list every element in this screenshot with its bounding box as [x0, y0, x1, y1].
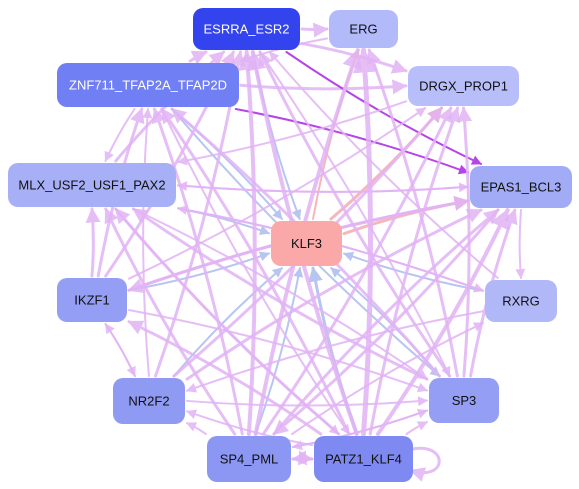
- edge-ikzf1-to-nr2f2: [104, 323, 136, 377]
- edge-epas1-to-sp4_pml: [272, 208, 500, 436]
- node-box: [314, 436, 413, 482]
- node-box: [207, 436, 291, 482]
- edge-patz1-to-patz1: [407, 446, 441, 482]
- edge-sp4_pml-to-esrra_esr2: [238, 50, 259, 436]
- node-box: [113, 378, 185, 424]
- node-label: ZNF711_TFAP2A_TFAP2D: [69, 78, 227, 93]
- node-drgx[interactable]: DRGX_PROP1: [408, 66, 519, 106]
- edge-ikzf1-to-drgx: [128, 107, 427, 280]
- node-sp3[interactable]: SP3: [429, 378, 499, 423]
- edge-mlx-to-sp3: [132, 208, 428, 381]
- node-label: MLX_USF2_USF1_PAX2: [18, 178, 165, 193]
- edge-sp3-to-sp4_pml: [292, 409, 428, 451]
- edge-sp4_pml-to-znf711: [151, 107, 244, 436]
- edge-esrra_esr2-to-epas1: [285, 51, 483, 165]
- edge-esrra_esr2-to-sp3: [258, 51, 451, 377]
- edge-sp4_pml-to-epas1: [272, 208, 500, 436]
- edge-patz1-to-mlx: [114, 207, 341, 436]
- node-label: KLF3: [291, 236, 322, 251]
- node-patz1[interactable]: PATZ1_KLF4: [314, 436, 413, 482]
- node-box: [329, 10, 398, 48]
- edge-znf711-to-esrra_esr2: [188, 50, 208, 65]
- node-znf711[interactable]: ZNF711_TFAP2A_TFAP2D: [57, 63, 239, 107]
- edge-drgx-to-mlx: [177, 100, 407, 166]
- edge-patz1-to-sp3: [405, 421, 428, 435]
- node-label: RXRG: [502, 294, 540, 309]
- edge-patz1-to-znf711: [160, 107, 351, 436]
- edge-sp4_pml-to-mlx: [104, 207, 237, 436]
- node-label: ERG: [349, 22, 377, 37]
- nodes-layer: ESRRA_ESR2 ERG ZNF711_TFAP2A_TFAP2D DRGX_PR…: [8, 8, 572, 482]
- node-box: [271, 221, 342, 266]
- edge-patz1-to-erg: [352, 47, 378, 437]
- node-box: [429, 378, 499, 423]
- node-nr2f2[interactable]: NR2F2: [113, 378, 185, 424]
- edge-ikzf1-to-sp3: [128, 308, 428, 393]
- edge-rxrg-to-esrra_esr2: [268, 51, 499, 279]
- node-label: EPAS1_BCL3: [481, 180, 562, 195]
- edge-rxrg-to-nr2f2: [186, 310, 484, 393]
- edge-patz1-to-ikzf1: [127, 320, 323, 436]
- edge-znf711-to-mlx: [104, 108, 136, 162]
- edge-nr2f2-to-epas1: [185, 208, 483, 381]
- edge-sp4_pml-to-klf3: [254, 267, 304, 435]
- node-esrra_esr2[interactable]: ESRRA_ESR2: [193, 8, 300, 50]
- node-label: NR2F2: [128, 394, 169, 409]
- node-label: IKZF1: [74, 293, 109, 308]
- edge-sp4_pml-to-nr2f2: [186, 422, 207, 435]
- node-epas1[interactable]: EPAS1_BCL3: [470, 166, 572, 208]
- node-box: [470, 166, 572, 208]
- node-box: [57, 278, 127, 322]
- edge-esrra_esr2-to-erg: [300, 22, 329, 38]
- node-label: SP4_PML: [220, 452, 279, 467]
- edge-patz1-to-epas1: [375, 208, 510, 436]
- node-label: SP3: [452, 393, 477, 408]
- edge-sp4_pml-to-rxrg: [291, 322, 484, 435]
- node-label: ESRRA_ESR2: [204, 22, 290, 37]
- node-label: DRGX_PROP1: [419, 79, 508, 94]
- edge-patz1-to-drgx: [368, 106, 461, 436]
- node-erg[interactable]: ERG: [329, 10, 398, 48]
- edge-sp4_pml-to-drgx: [261, 106, 453, 436]
- edge-sp3-to-esrra_esr2: [258, 50, 452, 378]
- node-rxrg[interactable]: RXRG: [485, 280, 557, 322]
- node-box: [408, 66, 519, 106]
- edge-znf711-to-patz1: [160, 108, 351, 435]
- node-ikzf1[interactable]: IKZF1: [57, 278, 127, 322]
- node-mlx[interactable]: MLX_USF2_USF1_PAX2: [8, 163, 176, 207]
- edge-epas1-to-rxrg: [515, 209, 526, 279]
- node-box: [57, 63, 239, 107]
- node-klf3[interactable]: KLF3: [271, 221, 342, 266]
- node-box: [193, 8, 300, 50]
- node-label: PATZ1_KLF4: [325, 452, 402, 467]
- edge-ikzf1-to-mlx: [85, 207, 101, 278]
- node-box: [485, 280, 557, 322]
- node-sp4_pml[interactable]: SP4_PML: [207, 436, 291, 482]
- node-box: [8, 163, 176, 207]
- edge-epas1-to-mlx: [177, 181, 469, 193]
